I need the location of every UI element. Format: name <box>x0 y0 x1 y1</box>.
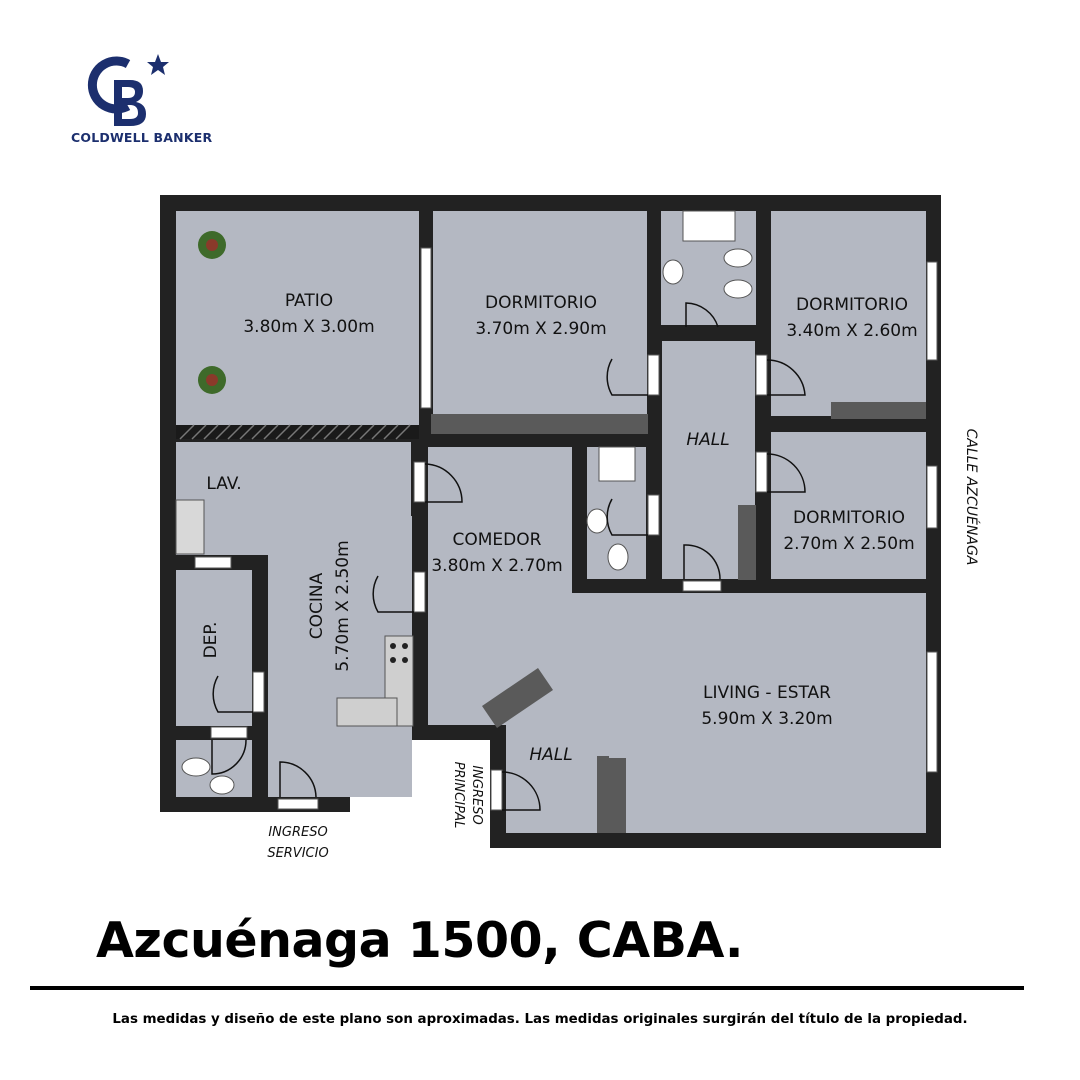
cocina-name: COCINA <box>307 572 327 639</box>
street-label: CALLE AZCUÉNAGA <box>963 429 980 566</box>
comedor-dims: 3.80m X 2.70m <box>431 556 562 576</box>
service-entry-label-2: SERVICIO <box>267 846 328 861</box>
dep-name: DEP. <box>201 622 221 659</box>
cocina-dims: 5.70m X 2.50m <box>333 540 353 671</box>
service-entry-label-1: INGRESO <box>268 825 327 840</box>
kitchen-appliances <box>175 499 414 727</box>
patio-divider <box>176 424 419 440</box>
property-address: Azcuénaga 1500, CABA. <box>96 912 743 969</box>
main-entry-label-1: INGRESO <box>469 765 484 824</box>
living-name: LIVING - ESTAR <box>703 683 831 703</box>
dormitorio-3-dims: 2.70m X 2.50m <box>783 534 914 554</box>
windows <box>194 247 938 811</box>
hall-2-name: HALL <box>529 745 572 765</box>
coldwell-banker-logo <box>70 52 210 152</box>
door-swings <box>211 302 806 811</box>
dormitorio-2-dims: 3.40m X 2.60m <box>786 321 917 341</box>
bathroom-fixtures <box>181 210 753 795</box>
divider <box>30 986 1024 990</box>
living-dims: 5.90m X 3.20m <box>701 709 832 729</box>
hall-1-name: HALL <box>686 430 729 450</box>
cb-logo-icon <box>87 54 169 126</box>
plant-icon <box>198 231 226 394</box>
dormitorio-1-name: DORMITORIO <box>485 293 597 313</box>
comedor-name: COMEDOR <box>453 530 542 550</box>
dormitorio-1-dims: 3.70m X 2.90m <box>475 319 606 339</box>
patio-name: PATIO <box>285 291 333 311</box>
main-entry-label-2: PRINCIPAL <box>451 762 466 829</box>
patio-dims: 3.80m X 3.00m <box>243 317 374 337</box>
counters <box>431 402 926 833</box>
dormitorio-3-name: DORMITORIO <box>793 508 905 528</box>
disclaimer-text: Las medidas y diseño de este plano son a… <box>112 1012 968 1027</box>
lav-name: LAV. <box>206 474 241 494</box>
brand-name: COLDWELL BANKER <box>71 130 213 145</box>
dormitorio-2-name: DORMITORIO <box>796 295 908 315</box>
